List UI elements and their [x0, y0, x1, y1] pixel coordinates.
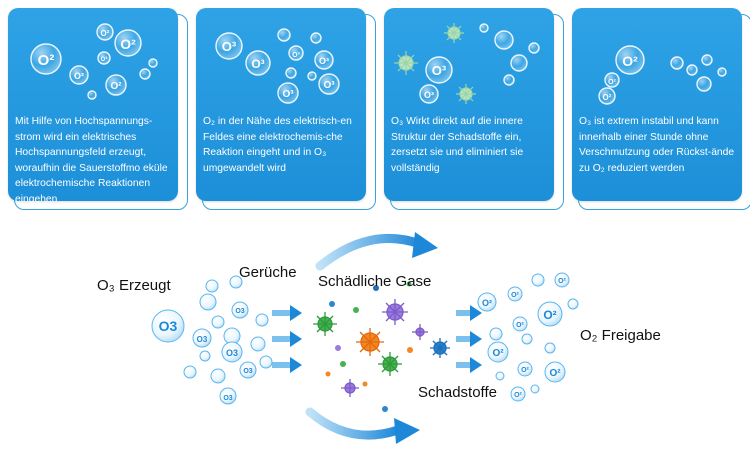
left-flow-arrows [272, 305, 302, 373]
card-body: O² O² O² O₃ ist extrem instabil und kann… [572, 8, 742, 201]
card-body: O³ O³ O³ O³ O³ O³ O₂ in der Nähe des ele… [196, 8, 366, 201]
virus-icon [341, 379, 359, 397]
svg-text:O³: O³ [424, 90, 434, 100]
bottom-curved-arrow-head [394, 418, 420, 444]
ozone-generated-label: O₃ Erzeugt [97, 277, 171, 294]
virus-icon [382, 299, 408, 325]
top-curved-arrow-head [412, 232, 438, 258]
svg-text:O²: O² [511, 292, 519, 299]
svg-text:O3: O3 [159, 318, 178, 334]
svg-text:O3: O3 [197, 335, 208, 344]
oxygen-release-illustration: O² O² O² [598, 45, 727, 105]
card-description: Mit Hilfe von Hochspannungs-strom wird e… [15, 116, 168, 205]
svg-text:O²: O² [521, 367, 529, 374]
virus-icon [394, 51, 418, 75]
svg-text:O3: O3 [235, 308, 244, 315]
svg-text:O³: O³ [292, 52, 300, 59]
ozone-bubbles [151, 275, 273, 405]
harmful-gases-label: Schädliche Gase [318, 273, 432, 290]
virus-icon [356, 328, 384, 356]
svg-text:O²: O² [120, 36, 136, 52]
svg-text:O²: O² [101, 56, 108, 63]
oxygen-molecules-illustration: O² O² O² O² O² O² [30, 23, 158, 100]
oxygen-release-label: O₂ Freigabe [580, 327, 661, 344]
odors-label: Gerüche [239, 264, 297, 281]
ozone-vs-virus-illustration: O³ O³ [394, 23, 540, 104]
svg-text:O³: O³ [222, 39, 237, 54]
card-body: O³ O³ O₃ Wirkt direkt auf die innere Str… [384, 8, 554, 201]
pollutants-label: Schadstoffe [418, 384, 497, 401]
svg-text:O3: O3 [223, 395, 232, 402]
oxygen-bubbles [477, 272, 579, 402]
svg-text:O²: O² [543, 308, 556, 322]
card-description: O₃ Wirkt direkt auf die innere Struktur … [391, 116, 524, 174]
card-body: O² O² O² O² O² O² Mit Hilfe von Hochspan… [8, 8, 178, 205]
info-card-2: O³ O³ O³ O³ O³ O³ O₂ in der Nähe des ele… [196, 8, 376, 210]
svg-text:O²: O² [38, 52, 55, 69]
svg-text:O²: O² [608, 79, 616, 86]
info-card-4: O² O² O² O₃ ist extrem instabil und kann… [572, 8, 750, 210]
info-card-1: O² O² O² O² O² O² Mit Hilfe von Hochspan… [8, 8, 188, 210]
card-description: O₂ in der Nähe des elektrisch-en Feldes … [203, 116, 352, 174]
virus-icon [313, 312, 337, 336]
svg-text:O²: O² [101, 29, 110, 38]
svg-text:O²: O² [516, 322, 524, 329]
svg-text:O²: O² [622, 53, 638, 69]
svg-text:O²: O² [482, 298, 492, 308]
virus-icon [412, 324, 428, 340]
pollutant-viruses [313, 281, 450, 412]
svg-text:O²: O² [74, 71, 84, 81]
svg-text:O³: O³ [251, 57, 264, 71]
svg-text:O³: O³ [282, 89, 294, 100]
info-card-3: O³ O³ O₃ Wirkt direkt auf die innere Str… [384, 8, 564, 210]
svg-text:O3: O3 [226, 348, 238, 358]
svg-text:O²: O² [514, 392, 522, 399]
svg-text:O²: O² [492, 348, 504, 359]
virus-icon [456, 84, 476, 104]
svg-text:O²: O² [549, 368, 561, 379]
svg-text:O³: O³ [323, 80, 335, 91]
svg-text:O³: O³ [319, 56, 329, 66]
svg-text:O3: O3 [243, 368, 252, 375]
svg-text:O³: O³ [432, 63, 447, 78]
virus-icon [378, 352, 402, 376]
svg-text:O²: O² [558, 278, 566, 285]
right-flow-arrows [456, 305, 482, 373]
ozone-molecules-illustration: O³ O³ O³ O³ O³ O³ [215, 28, 340, 104]
virus-icon [430, 338, 450, 358]
card-description: O₃ ist extrem instabil und kann innerhal… [579, 116, 735, 174]
bottom-curved-arrow [305, 407, 403, 440]
svg-text:O²: O² [110, 81, 122, 92]
top-curved-arrow [315, 233, 425, 271]
svg-text:O²: O² [603, 93, 612, 102]
virus-icon [444, 23, 464, 43]
